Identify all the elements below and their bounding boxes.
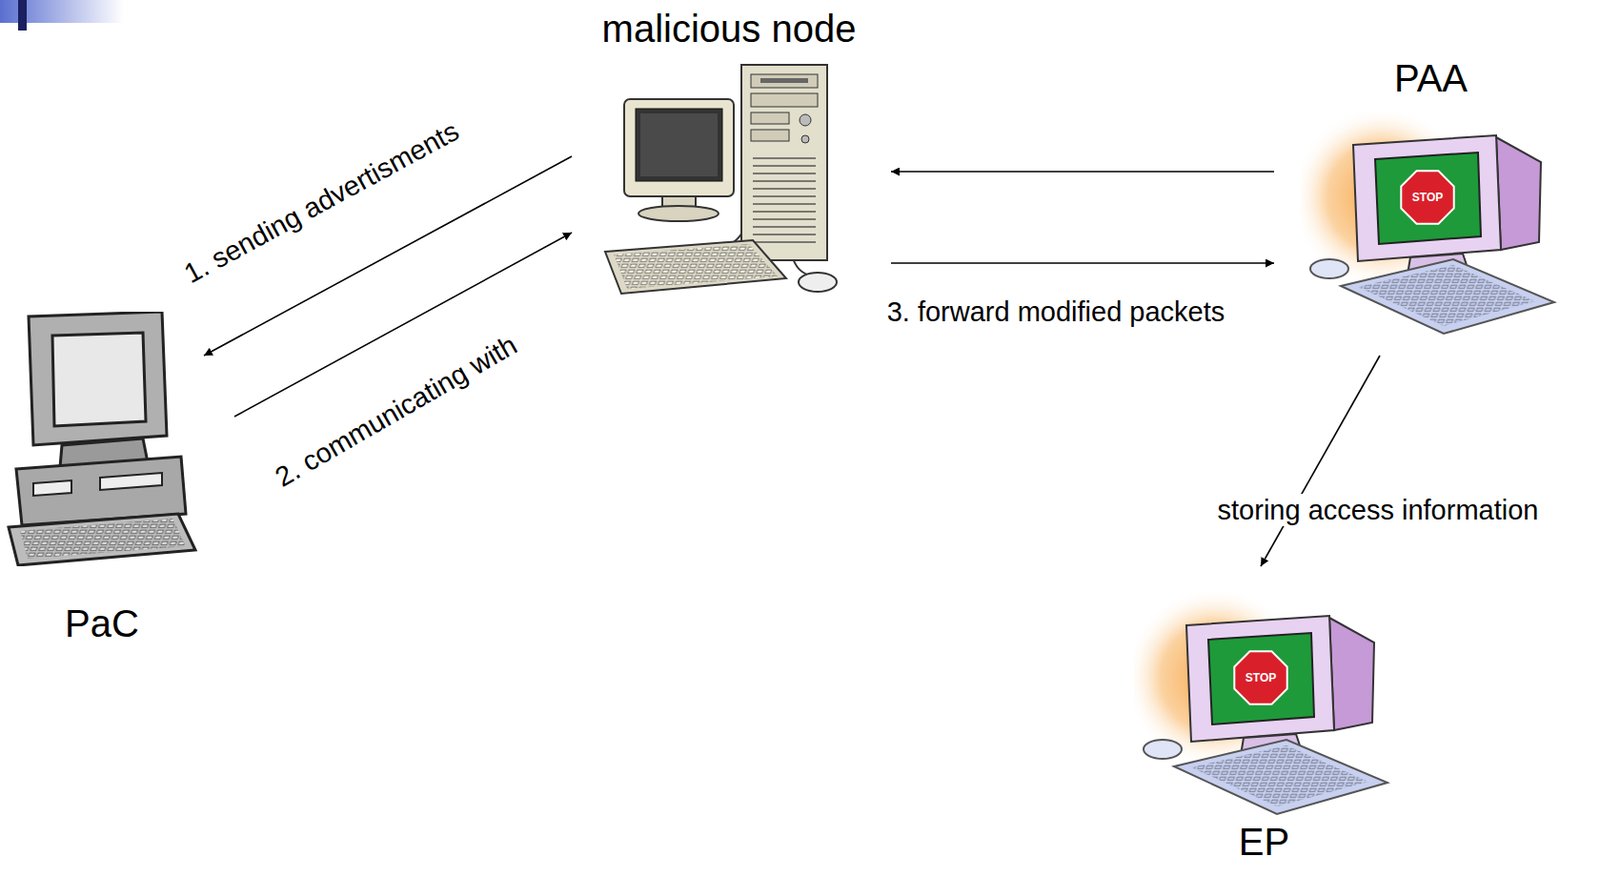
computer-icon <box>1300 106 1561 337</box>
edge-label: 1. sending advertisments <box>176 113 467 292</box>
edge-label: storing access information <box>1215 493 1542 527</box>
computer-icon <box>600 62 858 299</box>
stop-sign-text: STOP <box>1412 190 1443 204</box>
node-label: PaC <box>64 602 140 645</box>
paa-computer: PAA <box>1300 106 1561 337</box>
ep-computer: EP <box>1134 587 1395 817</box>
advertisement-arrow <box>203 156 572 356</box>
storing-arrow <box>1260 355 1380 567</box>
edge-label: 2. communicating with <box>266 326 526 495</box>
computer-icon <box>1134 587 1395 817</box>
node-label: malicious node <box>602 7 857 50</box>
stop-sign-text: STOP <box>1245 670 1276 685</box>
node-label: PAA <box>1394 57 1468 100</box>
forward-arrow <box>891 262 1275 264</box>
computer-icon <box>4 311 200 567</box>
attacker-computer: malicious node <box>600 62 858 299</box>
edge-label: 3. forward modified packets <box>884 295 1229 328</box>
paa-response-arrow <box>891 170 1275 173</box>
pac-computer: PaC <box>4 311 200 567</box>
slide-corner <box>0 0 124 31</box>
node-label: EP <box>1238 820 1290 863</box>
